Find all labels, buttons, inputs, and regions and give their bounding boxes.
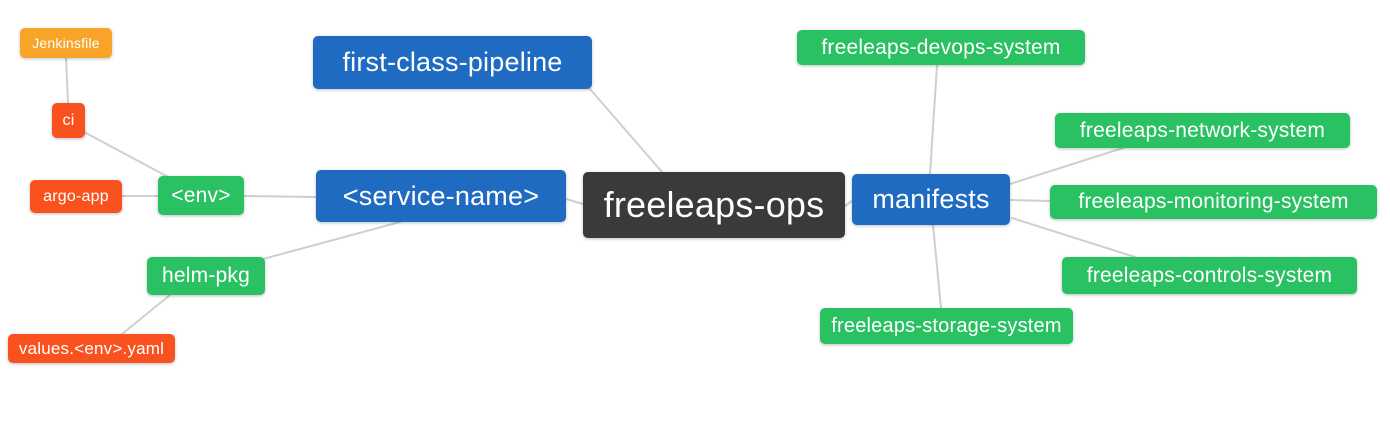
edge-service-name-freeleaps-ops	[565, 198, 584, 205]
node-freeleaps-storage-system[interactable]: freeleaps-storage-system	[820, 308, 1073, 344]
edge-helm-pkg-service-name	[262, 221, 401, 260]
node-jenkinsfile[interactable]: Jenkinsfile	[20, 28, 112, 58]
edge-manifests-freeleaps-monitoring-system	[1009, 199, 1051, 202]
node-env[interactable]: <env>	[158, 176, 244, 215]
edge-ci-env	[83, 131, 171, 179]
node-service-name[interactable]: <service-name>	[316, 170, 566, 222]
node-values-env-yaml[interactable]: values.<env>.yaml	[8, 334, 175, 363]
node-manifests[interactable]: manifests	[852, 174, 1010, 225]
edge-first-class-pipeline-freeleaps-ops	[589, 88, 663, 173]
node-freeleaps-ops[interactable]: freeleaps-ops	[583, 172, 845, 238]
edge-jenkinsfile-ci	[65, 57, 69, 104]
edge-manifests-freeleaps-devops-system	[929, 64, 938, 175]
edge-manifests-freeleaps-network-system	[1009, 147, 1124, 185]
node-ci[interactable]: ci	[52, 103, 85, 138]
node-freeleaps-devops-system[interactable]: freeleaps-devops-system	[797, 30, 1085, 65]
edge-manifests-freeleaps-controls-system	[1011, 217, 1136, 258]
edge-env-service-name	[243, 195, 317, 198]
node-first-class-pipeline[interactable]: first-class-pipeline	[313, 36, 592, 89]
edge-freeleaps-ops-manifests	[844, 200, 853, 207]
node-freeleaps-monitoring-system[interactable]: freeleaps-monitoring-system	[1050, 185, 1377, 219]
node-freeleaps-network-system[interactable]: freeleaps-network-system	[1055, 113, 1350, 148]
node-freeleaps-controls-system[interactable]: freeleaps-controls-system	[1062, 257, 1357, 294]
node-helm-pkg[interactable]: helm-pkg	[147, 257, 265, 295]
edge-manifests-freeleaps-storage-system	[932, 224, 942, 309]
edge-values-env-yaml-helm-pkg	[121, 294, 171, 335]
node-argo-app[interactable]: argo-app	[30, 180, 122, 213]
